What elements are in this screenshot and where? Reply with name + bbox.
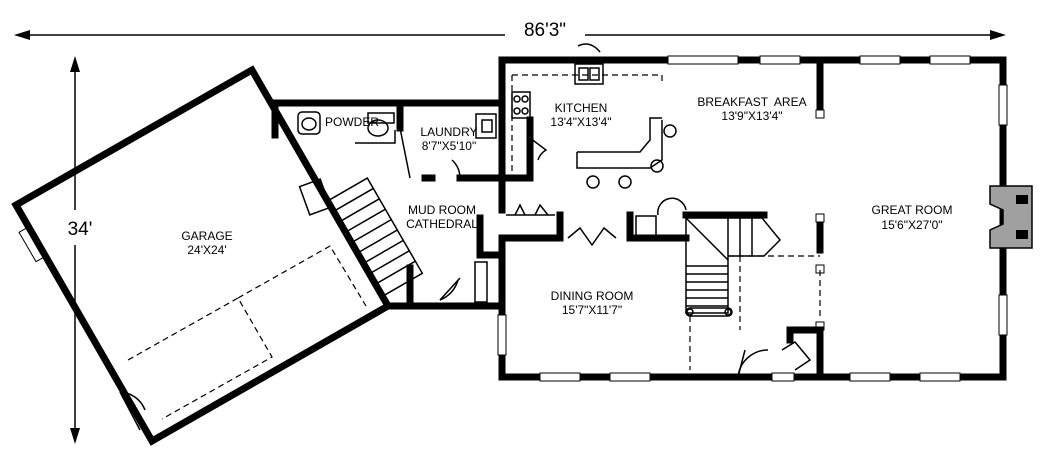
garage-size: 24'X24' xyxy=(187,243,226,257)
mud-room-structure xyxy=(298,177,506,310)
garage-name: GARAGE xyxy=(181,229,232,243)
foyer xyxy=(737,326,824,378)
toilet-bowl xyxy=(367,119,389,137)
garage-door-left xyxy=(127,297,273,420)
stool-icon xyxy=(663,124,677,138)
garage-window xyxy=(18,227,44,263)
stool-icon xyxy=(650,159,664,173)
mud-room-sub: CATHEDRAL xyxy=(406,217,478,231)
bottom-arrowhead-icon xyxy=(70,428,80,444)
top-arrowhead-icon xyxy=(70,56,80,72)
garage-side-door xyxy=(119,391,141,431)
right-arrowhead-icon xyxy=(990,30,1006,40)
stool-icon xyxy=(586,175,600,189)
kitchen xyxy=(498,43,677,189)
garage-side-door-swing xyxy=(119,391,146,411)
width-dimension-label: 86'3" xyxy=(524,20,566,41)
mud-room-double-door xyxy=(514,203,549,216)
depth-dimension: 34' xyxy=(68,56,93,444)
great-room-size: 15'6"X27'0" xyxy=(881,218,942,232)
laundry-tub xyxy=(475,113,497,139)
range-icon xyxy=(511,91,531,119)
dining-name: DINING ROOM xyxy=(551,289,634,303)
kitchen-door-swing xyxy=(577,43,601,53)
dining-size: 15'7"X11'7" xyxy=(562,303,622,317)
laundry-door-swing xyxy=(451,159,461,179)
kitchen-sink xyxy=(574,63,604,85)
garage-stair xyxy=(327,177,424,297)
fireplace xyxy=(989,185,1033,249)
laundry-size: 8'7"X5'10" xyxy=(422,139,476,153)
garage-door-right xyxy=(237,245,367,307)
mud-room-bench xyxy=(298,178,332,216)
toilet-tank xyxy=(367,112,395,124)
kitchen-name: KITCHEN xyxy=(555,101,608,115)
width-dimension: 86'3" xyxy=(14,20,1006,41)
mud-room-name: MUD ROOM xyxy=(408,203,476,217)
powder-name: POWDER xyxy=(325,115,379,129)
kitchen-island xyxy=(576,120,663,169)
left-arrowhead-icon xyxy=(14,30,30,40)
service-wing xyxy=(271,99,506,182)
kitchen-size: 13'4"X13'4" xyxy=(550,115,611,129)
breakfast-size: 13'9"X13'4" xyxy=(721,109,782,123)
coat-closet-door xyxy=(781,341,812,371)
dining-double-door xyxy=(567,226,617,247)
pantry-door-swing xyxy=(657,197,687,216)
laundry-name: LAUNDRY xyxy=(420,125,477,139)
front-door-swing xyxy=(737,349,769,378)
breakfast-name: BREAKFAST AREA xyxy=(697,95,806,109)
depth-dimension-label: 34' xyxy=(68,219,93,240)
room-labels: GARAGE 24'X24' POWDER LAUNDRY 8'7"X5'10"… xyxy=(181,95,952,317)
dining-structure xyxy=(498,197,768,247)
great-room-partition xyxy=(815,56,825,381)
main-stair xyxy=(685,217,820,370)
great-room-name: GREAT ROOM xyxy=(872,203,953,217)
powder-sink xyxy=(297,111,321,135)
stool-icon xyxy=(618,175,632,189)
mud-room-closet xyxy=(474,261,488,303)
